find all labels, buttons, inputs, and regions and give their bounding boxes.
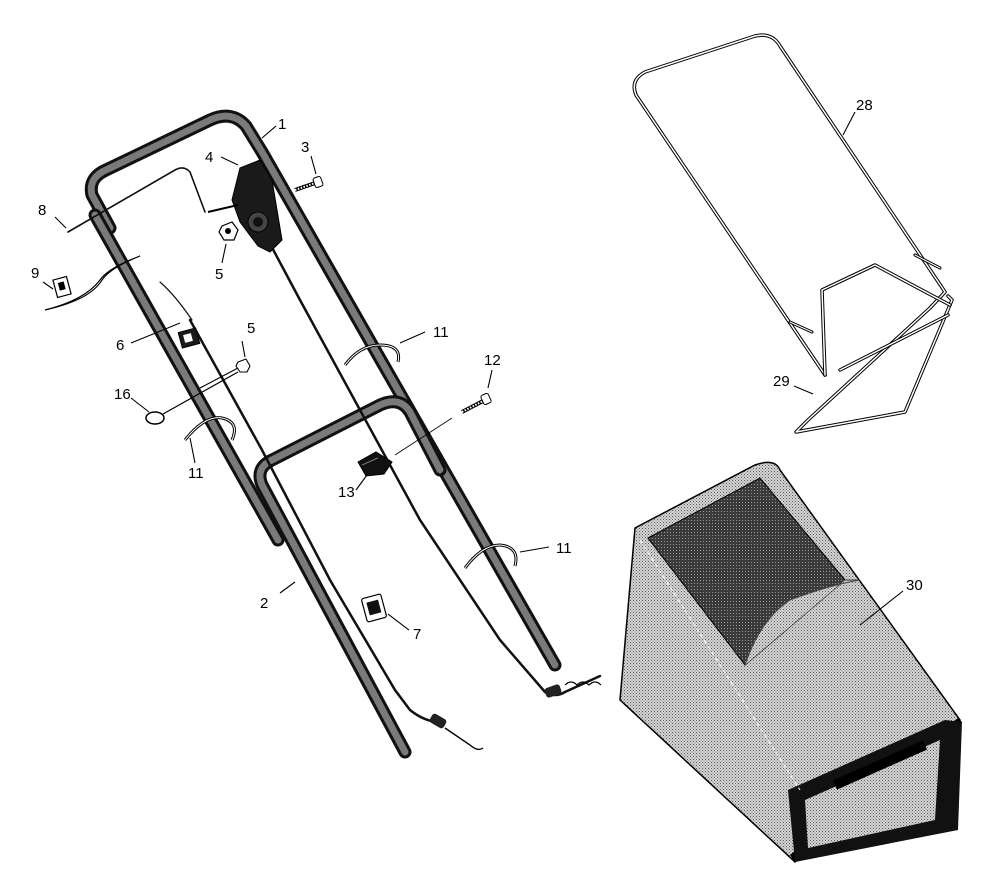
cable-end-fitting-lower xyxy=(429,713,447,729)
callout-12: 12 xyxy=(484,352,501,369)
callout-1: 1 xyxy=(278,116,286,133)
bag-frame xyxy=(632,33,954,434)
callout-5-lower: 5 xyxy=(247,320,255,337)
callout-30: 30 xyxy=(906,577,923,594)
bolt-12 xyxy=(394,392,492,456)
callout-7: 7 xyxy=(413,626,421,643)
control-cables xyxy=(67,167,602,751)
callout-5-upper: 5 xyxy=(215,266,223,283)
cable-clip-6 xyxy=(177,327,201,349)
cable-end-fitting-upper xyxy=(544,684,562,698)
callout-16: 16 xyxy=(114,386,131,403)
callout-2: 2 xyxy=(260,595,268,612)
callout-29: 29 xyxy=(773,373,790,390)
callout-11-left: 11 xyxy=(188,465,204,482)
knob-13 xyxy=(357,451,393,477)
callout-3: 3 xyxy=(301,139,309,156)
callout-11-right: 11 xyxy=(433,324,449,341)
callout-13: 13 xyxy=(338,484,355,501)
cable-ties xyxy=(183,343,518,569)
callout-8: 8 xyxy=(38,202,46,219)
leader-lines xyxy=(42,111,904,631)
eyebolt-16 xyxy=(145,371,239,425)
bolt-3 xyxy=(294,175,324,192)
nut-5-upper xyxy=(218,221,239,241)
switch-bracket xyxy=(44,255,141,311)
callout-4: 4 xyxy=(205,149,213,166)
callout-11-lower: 11 xyxy=(556,540,572,557)
tag-7 xyxy=(361,593,387,623)
lower-handle xyxy=(253,395,447,759)
callout-labels: 1 2 3 4 5 5 6 7 8 9 11 11 11 12 13 16 28… xyxy=(31,97,923,643)
callout-28: 28 xyxy=(856,97,873,114)
nut-5-lower xyxy=(199,358,251,389)
callout-6: 6 xyxy=(116,337,124,354)
grass-bag xyxy=(619,461,962,864)
control-housing xyxy=(207,159,283,253)
callout-9: 9 xyxy=(31,265,39,282)
upper-handle xyxy=(84,109,562,672)
